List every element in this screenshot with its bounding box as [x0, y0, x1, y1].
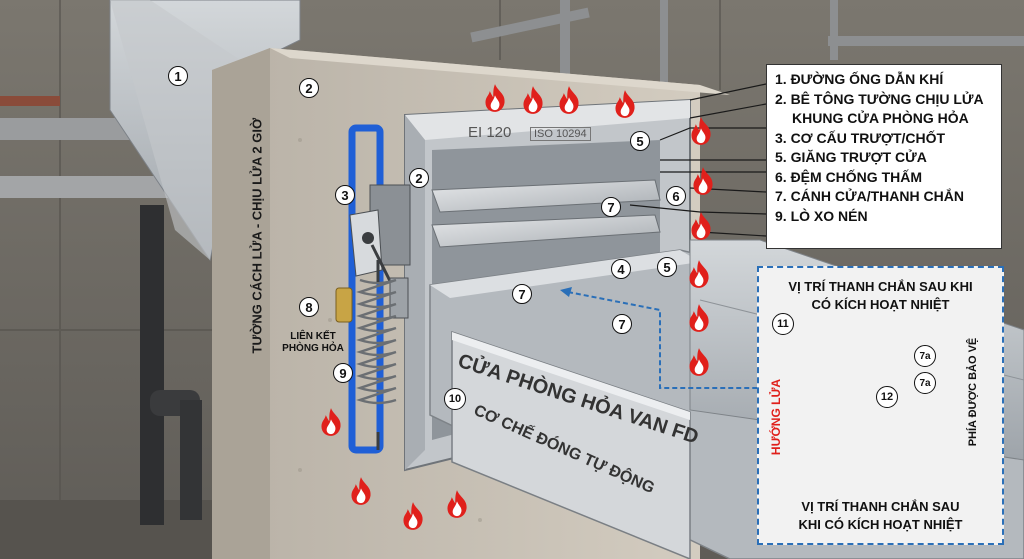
compression-spring [356, 278, 397, 405]
callout-9: 9 [333, 363, 353, 383]
callout-4: 4 [611, 259, 631, 279]
callout-8: 8 [299, 297, 319, 317]
callout-7-lower: 7 [612, 314, 632, 334]
legend-item-5: 5. GIĂNG TRƯỢT CỬA [775, 149, 927, 165]
inset-title-bottom-line2: KHI CÓ KÍCH HOẠT NHIỆT [798, 517, 963, 532]
legend-item-9: 9. LÒ XO NÉN [775, 207, 868, 224]
fire-direction-label: HƯỚNG LỬA [769, 378, 783, 456]
legend-box: 1. ĐƯỜNG ỐNG DẪN KHÍ 2. BÊ TÔNG TƯỜNG CH… [766, 64, 1002, 249]
latch-mechanism [349, 184, 411, 319]
wall-fire-rating-label: TƯỜNG CÁCH LỬA - CHỊU LỬA 2 GIỜ [249, 117, 265, 354]
callout-2-frame: 2 [409, 168, 429, 188]
inset-title-bottom-line1: VỊ TRÍ THANH CHẮN SAU [801, 499, 960, 514]
legend-item-3: 3. CƠ CẤU TRƯỢT/CHỐT [775, 129, 946, 146]
pipes [0, 0, 1024, 525]
legend-item-2: 2. BÊ TÔNG TƯỜNG CHỊU LỬA [775, 90, 984, 107]
legend-item-2b: KHUNG CỬA PHÒNG HỎA [792, 110, 969, 126]
callout-2-wall: 2 [299, 78, 319, 98]
protected-side-label: PHÍA ĐƯỢC BẢO VỆ [967, 337, 979, 447]
callout-11: 11 [772, 313, 794, 335]
callout-5-top: 5 [630, 131, 650, 151]
legend-item-7: 7. CÁNH CỬA/THANH CHẮN [775, 188, 964, 204]
frame-standard-marking: ISO 10294 [530, 127, 591, 141]
callout-10: 10 [444, 388, 466, 410]
callout-3: 3 [335, 185, 355, 205]
frame-rating-marking: EI 120 [468, 124, 512, 141]
inset-title-top-line2: CÓ KÍCH HOẠT NHIỆT [811, 297, 950, 312]
callout-7-upper: 7 [601, 197, 621, 217]
callout-7-middle: 7 [512, 284, 532, 304]
legend-item-6: 6. ĐỆM CHỐNG THẤM [775, 168, 922, 185]
callout-12: 12 [876, 386, 898, 408]
callout-7a-lower: 7a [914, 372, 936, 394]
callout-7a-upper: 7a [914, 345, 936, 367]
callout-1: 1 [168, 66, 188, 86]
fusible-link-label: LIÊN KẾT PHÒNG HỎA [282, 331, 344, 355]
callout-6: 6 [666, 186, 686, 206]
fusible-link-label-text: LIÊN KẾT PHÒNG HỎA [282, 331, 344, 354]
legend-item-1: 1. ĐƯỜNG ỐNG DẪN KHÍ [775, 71, 944, 87]
callout-5-side: 5 [657, 257, 677, 277]
inset-title-top-line1: VỊ TRÍ THANH CHẮN SAU KHI [788, 279, 973, 294]
fusible-link [335, 287, 353, 323]
